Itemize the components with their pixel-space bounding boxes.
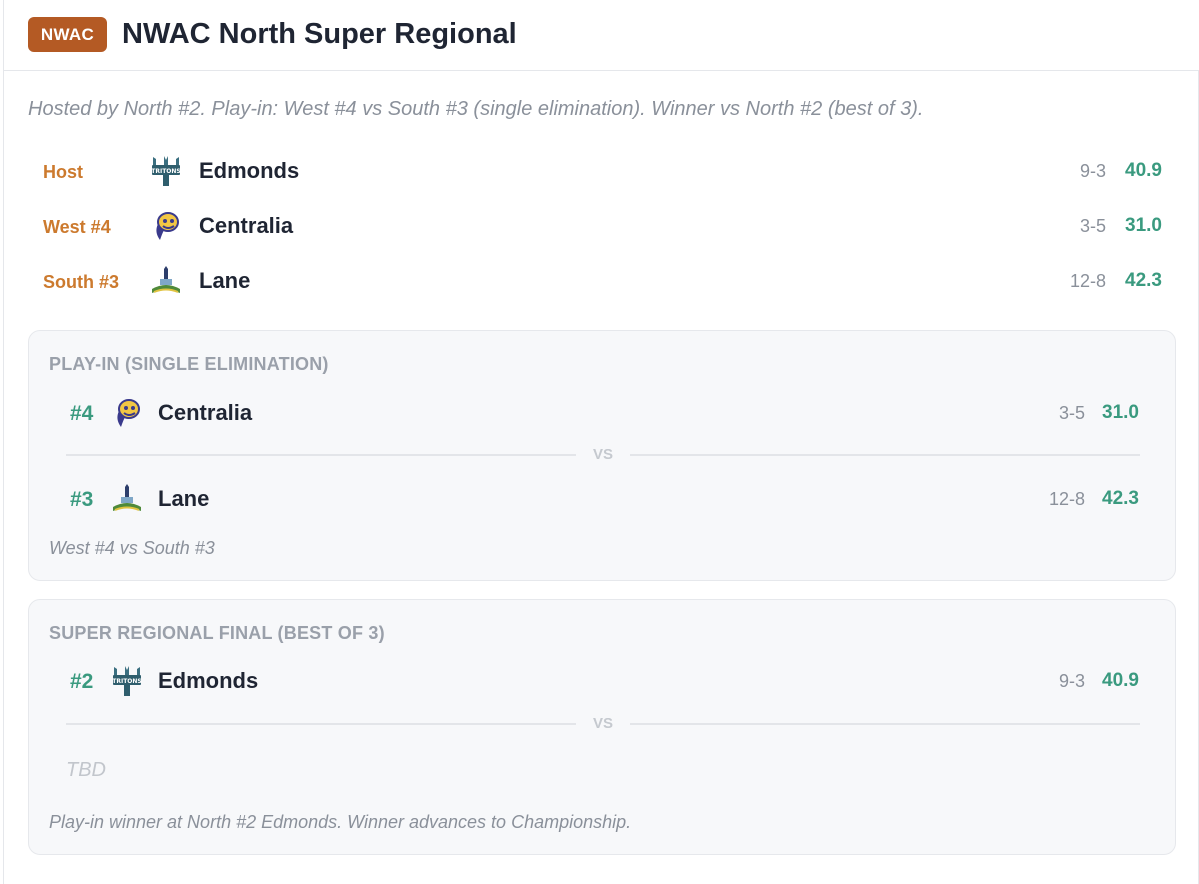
matchup-note: West #4 vs South #3 [49,538,215,558]
page-title: NWAC North Super Regional [122,18,517,50]
matchup-team-top: #2 TRITONS Edmonds 9-3 40.9 [29,661,1175,701]
super-regional-card: NWAC NWAC North Super Regional Hosted by… [3,0,1199,884]
team-rating: 40.9 [1125,160,1162,181]
team-rating: 42.3 [1125,270,1162,291]
team-rating: 31.0 [1125,215,1162,236]
team-seed-label: South #3 [43,272,120,292]
blazers-logo-icon [111,397,143,429]
team-row-centralia: West #4 Centralia 3-5 31.0 [4,206,1199,246]
divider-line [630,454,1140,456]
team-seed-label: Host [43,162,83,182]
svg-text:TRITONS: TRITONS [112,678,141,685]
final-panel: SUPER REGIONAL FINAL (BEST OF 3) #2 TRIT… [28,599,1176,855]
tbd-placeholder: TBD [66,759,106,781]
matchup-record: 12-8 [1048,489,1085,509]
matchup-seed: #3 [70,488,94,511]
svg-text:TRITONS: TRITONS [151,168,180,175]
matchup-team-bottom: TBD [29,750,1175,790]
titans-logo-icon [150,265,182,297]
matchup-team-top: #4 Centralia 3-5 31.0 [29,393,1175,433]
titans-logo-icon [111,483,143,515]
matchup-rating: 40.9 [1102,670,1139,691]
matchup-rating: 31.0 [1102,402,1139,423]
team-row-lane: South #3 Lane 12-8 42.3 [4,261,1199,301]
matchup-rating: 42.3 [1102,488,1139,509]
team-record: 9-3 [1079,161,1106,181]
team-name[interactable]: Edmonds [199,158,300,183]
tritons-logo-icon: TRITONS [111,665,143,697]
matchup-seed: #4 [70,402,94,425]
vs-label: VS [592,446,613,463]
matchup-note: Play-in winner at North #2 Edmonds. Winn… [49,812,632,832]
matchup-record: 3-5 [1058,403,1085,423]
matchup-record: 9-3 [1058,671,1085,691]
team-record: 3-5 [1079,216,1106,236]
playin-panel: PLAY-IN (SINGLE ELIMINATION) #4 Centrali… [28,330,1176,581]
team-name[interactable]: Centralia [199,213,294,238]
divider-line [66,723,576,725]
conference-badge: NWAC [28,17,107,52]
vs-divider: VS [66,445,1140,465]
vs-label: VS [592,715,613,732]
panel-heading: SUPER REGIONAL FINAL (BEST OF 3) [49,623,385,643]
panel-heading: PLAY-IN (SINGLE ELIMINATION) [49,354,329,374]
team-name[interactable]: Lane [199,268,251,293]
team-row-edmonds: Host TRITONS Edmonds 9-3 40.9 [4,151,1199,191]
tritons-logo-icon: TRITONS [150,155,182,187]
matchup-team-name[interactable]: Lane [158,486,210,511]
matchup-team-bottom: #3 Lane 12-8 42.3 [29,479,1175,519]
team-record: 12-8 [1069,271,1106,291]
matchup-seed: #2 [70,670,94,693]
blazers-logo-icon [150,210,182,242]
team-seed-label: West #4 [43,217,111,237]
vs-divider: VS [66,714,1140,734]
divider-line [66,454,576,456]
matchup-team-name[interactable]: Centralia [158,400,253,425]
matchup-team-name[interactable]: Edmonds [158,668,259,693]
divider-line [630,723,1140,725]
format-description: Hosted by North #2. Play-in: West #4 vs … [28,98,924,120]
card-header: NWAC NWAC North Super Regional [4,0,1199,71]
